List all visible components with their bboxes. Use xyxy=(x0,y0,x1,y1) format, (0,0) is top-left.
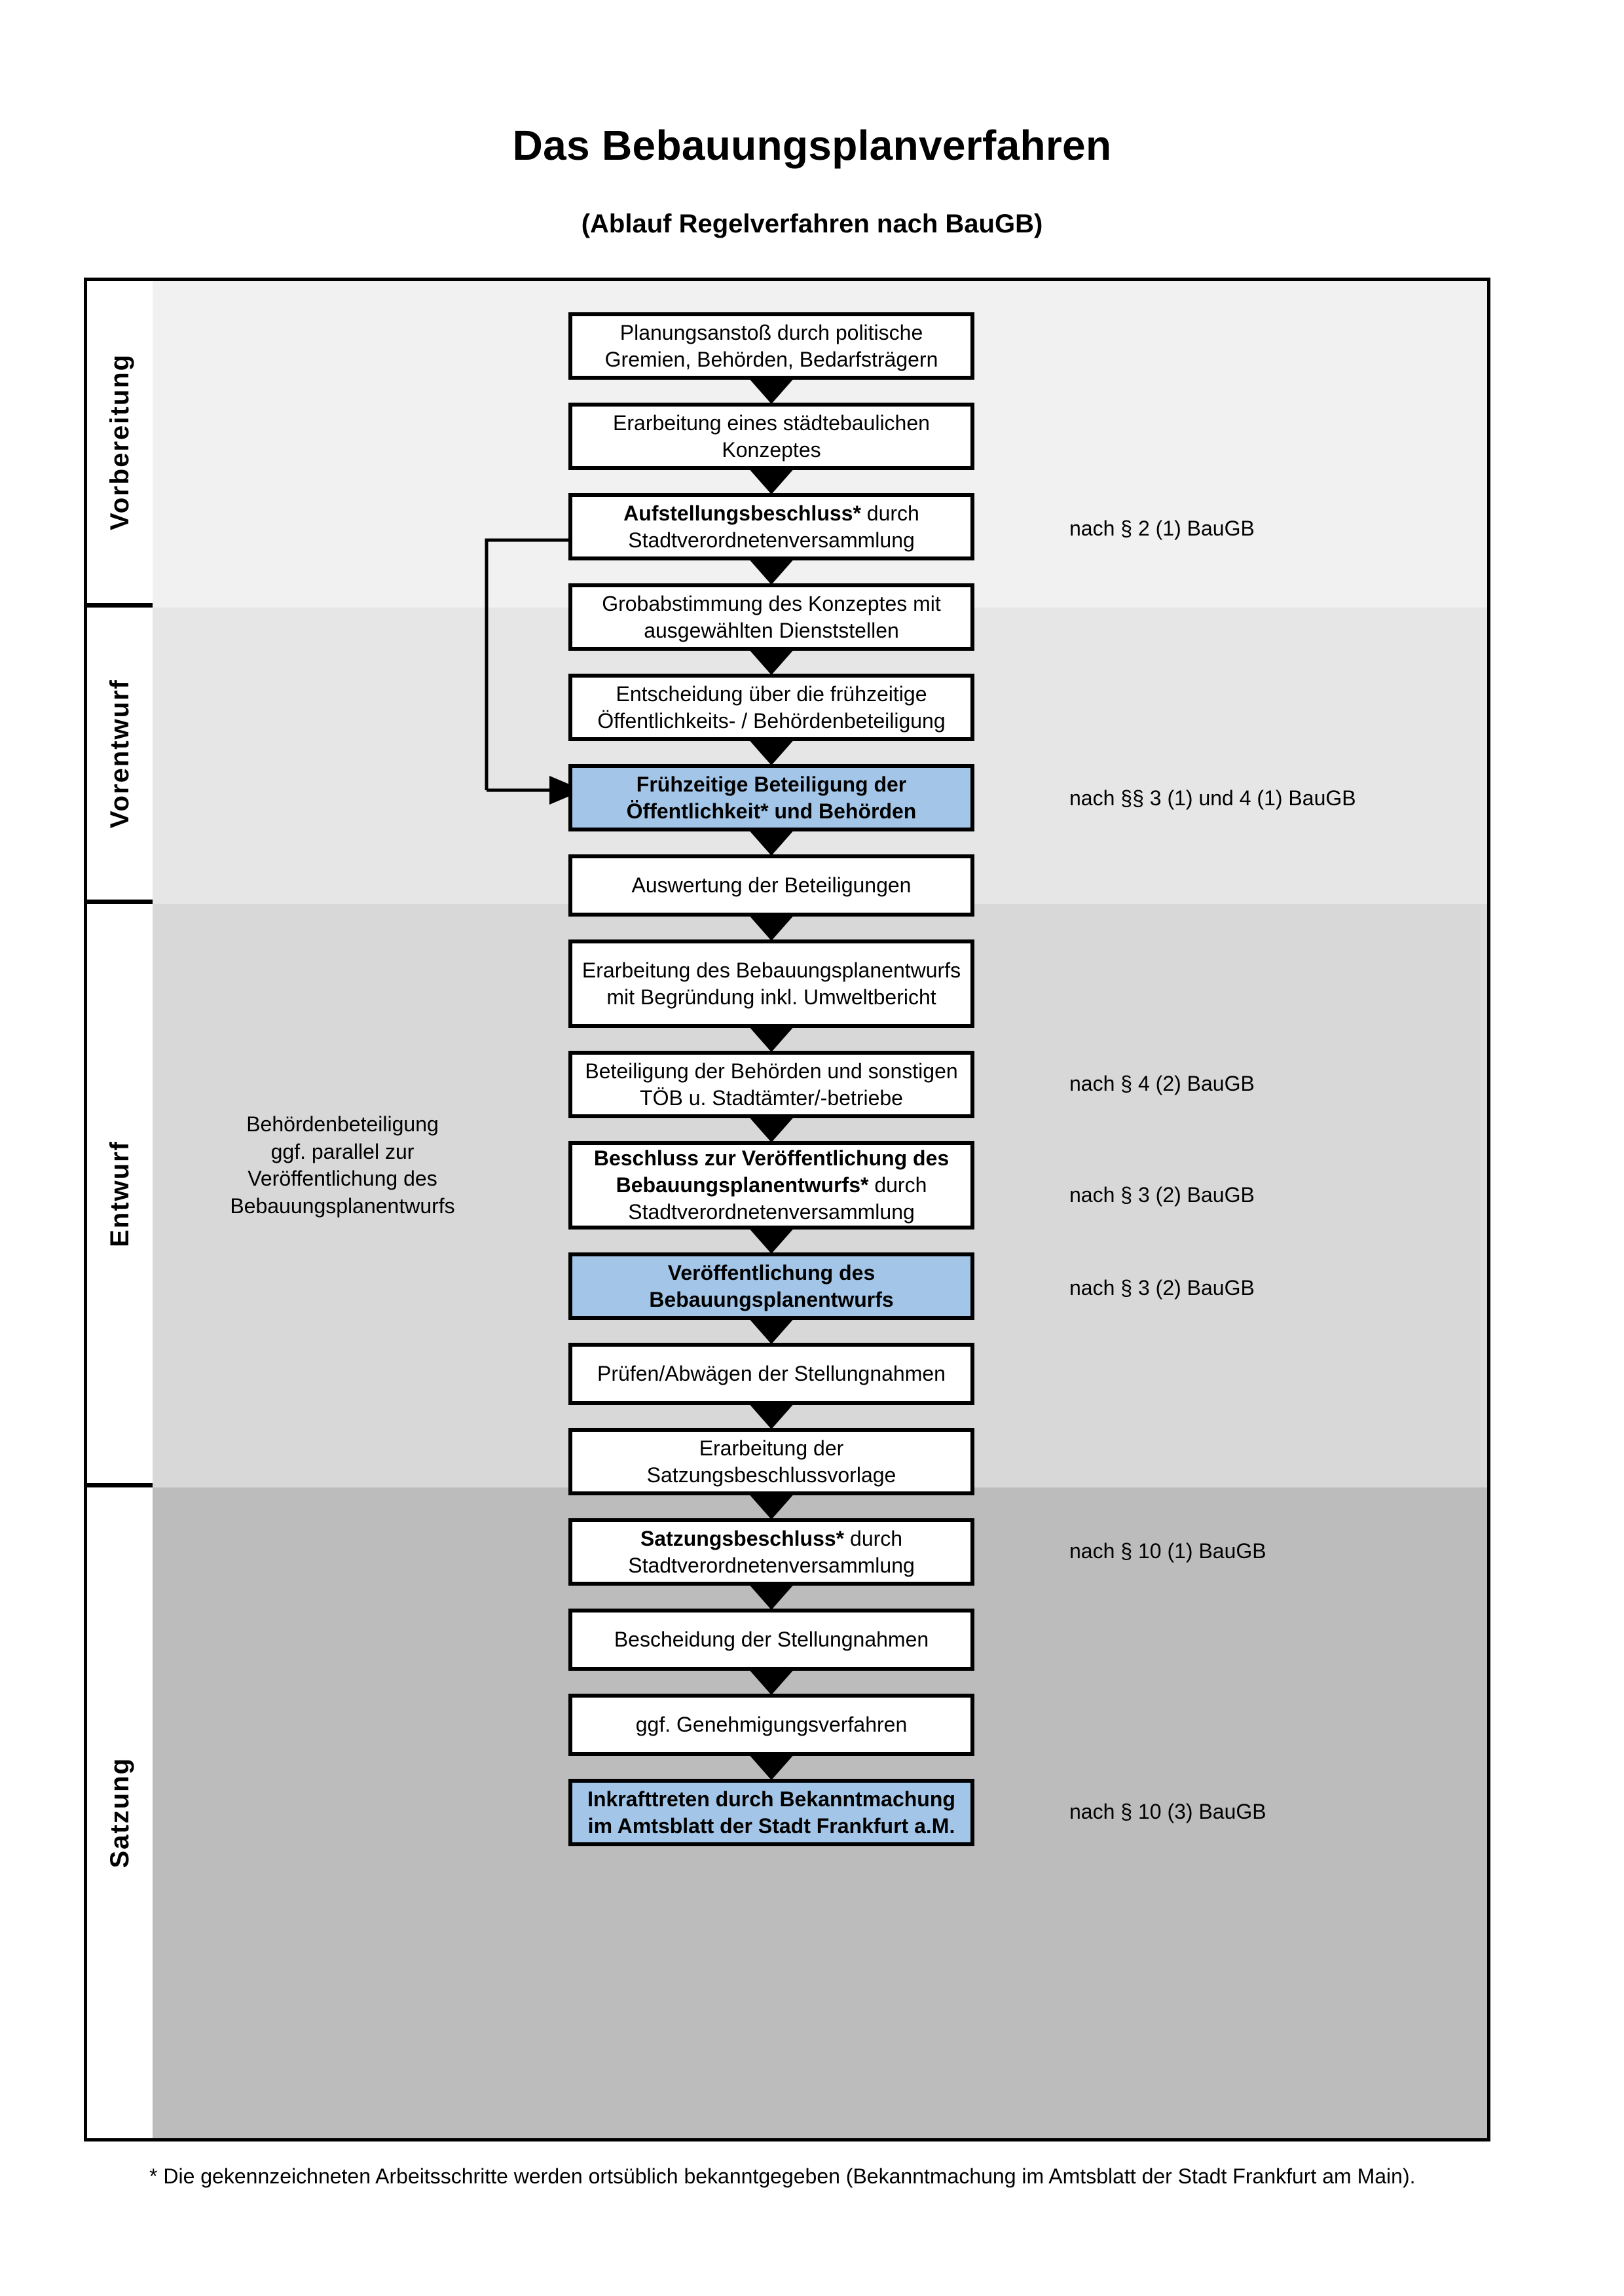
step-label: Frühzeitige Beteiligung der Öffentlichke… xyxy=(626,772,917,823)
flowchart-frame: Vorbereitung Vorentwurf Entwurf Satzung … xyxy=(84,278,1490,2141)
legal-ref-text: nach § 3 (2) BauGB xyxy=(1069,1183,1255,1207)
step-label: Bescheidung der Stellungnahmen xyxy=(614,1628,929,1652)
legal-ref-par3-1-4-1: nach §§ 3 (1) und 4 (1) BauGB xyxy=(1069,786,1356,811)
side-note-line: Bebauungsplanentwurfs xyxy=(230,1194,455,1218)
side-note-behoerdenbeteiligung: Behördenbeteiligung ggf. parallel zur Ve… xyxy=(198,1111,487,1220)
phase-label-text: Entwurf xyxy=(105,1140,134,1247)
legal-ref-par2-1: nach § 2 (1) BauGB xyxy=(1069,517,1255,541)
flow-arrow xyxy=(747,647,796,675)
flow-arrow xyxy=(747,1582,796,1610)
step-label: ggf. Genehmigungsverfahren xyxy=(635,1713,908,1737)
flow-arrow xyxy=(747,1402,796,1429)
legal-ref-text: nach § 10 (1) BauGB xyxy=(1069,1539,1266,1563)
flow-arrow xyxy=(747,738,796,765)
step-label: durch Bekanntmachung im Amtsblatt der St… xyxy=(587,1787,955,1838)
legal-ref-par3-2-a: nach § 3 (2) BauGB xyxy=(1069,1183,1255,1207)
legal-ref-par3-2-b: nach § 3 (2) BauGB xyxy=(1069,1276,1255,1300)
step-label: Planungsanstoß durch politische Gremien,… xyxy=(604,320,938,371)
phase-label-entwurf: Entwurf xyxy=(87,904,153,1487)
page-subtitle: (Ablauf Regelverfahren nach BauGB) xyxy=(581,210,1043,238)
flow-arrow xyxy=(747,828,796,856)
flow-arrow xyxy=(747,1115,796,1142)
flow-arrow xyxy=(747,376,796,404)
footnote: * Die gekennzeichneten Arbeitsschritte w… xyxy=(149,2164,1416,2188)
side-note-line: Behördenbeteiligung xyxy=(246,1112,439,1136)
flow-arrow xyxy=(747,557,796,585)
legal-ref-text: nach § 3 (2) BauGB xyxy=(1069,1276,1255,1300)
step-label: durch Stadtverordnetenversammlung xyxy=(628,501,919,552)
step-beteiligung-behoerden[interactable]: Beteiligung der Behörden und sonstigen T… xyxy=(568,1051,974,1118)
step-label: Auswertung der Beteiligungen xyxy=(631,873,912,898)
step-label-bold: Inkrafttreten xyxy=(587,1787,710,1811)
legal-ref-par10-1: nach § 10 (1) BauGB xyxy=(1069,1539,1266,1563)
step-label-bold: Aufstellungsbeschluss* xyxy=(623,501,861,525)
legal-ref-text: nach § 10 (3) BauGB xyxy=(1069,1800,1266,1823)
step-label: durch Stadtverordnetenversammlung xyxy=(628,1526,915,1577)
step-label: Prüfen/Abwägen der Stellungnahmen xyxy=(597,1362,946,1386)
phase-label-text: Vorbereitung xyxy=(105,354,134,530)
flow-arrow xyxy=(747,1226,796,1254)
legal-ref-text: nach § 2 (1) BauGB xyxy=(1069,517,1255,540)
step-satzungsbeschluss[interactable]: Satzungsbeschluss* durch Stadtverordnete… xyxy=(568,1518,974,1586)
step-erarbeitung-konzept[interactable]: Erarbeitung eines städtebaulichen Konzep… xyxy=(568,403,974,470)
step-label: Erarbeitung eines städtebaulichen Konzep… xyxy=(613,410,930,462)
step-auswertung-beteiligungen[interactable]: Auswertung der Beteiligungen xyxy=(568,854,974,917)
flow-arrow xyxy=(747,1667,796,1695)
step-label: Erarbeitung der Satzungsbeschlussvorlage xyxy=(646,1436,896,1487)
step-veroeffentlichung-entwurf[interactable]: Veröffentlichung des Bebauungsplanentwur… xyxy=(568,1252,974,1320)
step-label: Veröffentlichung des Bebauungsplanentwur… xyxy=(649,1260,894,1311)
flow-arrow xyxy=(747,1492,796,1520)
step-genehmigungsverfahren[interactable]: ggf. Genehmigungsverfahren xyxy=(568,1694,974,1756)
legal-ref-text: nach §§ 3 (1) und 4 (1) BauGB xyxy=(1069,786,1356,810)
page-title: Das Bebauungsplanverfahren xyxy=(512,122,1112,169)
side-note-line: Veröffentlichung des xyxy=(248,1167,437,1191)
step-grobabstimmung[interactable]: Grobabstimmung des Konzeptes mit ausgewä… xyxy=(568,583,974,651)
step-label: Erarbeitung des Bebauungsplanentwurfs mi… xyxy=(581,958,961,1009)
phase-label-vorbereitung: Vorbereitung xyxy=(87,281,153,608)
step-pruefen-abwaegen[interactable]: Prüfen/Abwägen der Stellungnahmen xyxy=(568,1343,974,1405)
step-label: durch Stadtverordnetenversammlung xyxy=(628,1173,927,1224)
flow-arrow xyxy=(747,1025,796,1052)
step-label: Beteiligung der Behörden und sonstigen T… xyxy=(585,1059,958,1110)
step-fruehzeitige-beteiligung[interactable]: Frühzeitige Beteiligung der Öffentlichke… xyxy=(568,764,974,831)
legal-ref-par4-2: nach § 4 (2) BauGB xyxy=(1069,1072,1255,1096)
step-label: Grobabstimmung des Konzeptes mit ausgewä… xyxy=(602,591,941,642)
step-planungsanstoss[interactable]: Planungsanstoß durch politische Gremien,… xyxy=(568,312,974,380)
step-label: Entscheidung über die frühzeitige Öffent… xyxy=(597,682,946,733)
flow-arrow xyxy=(747,913,796,941)
step-erarbeitung-satzungsvorlage[interactable]: Erarbeitung der Satzungsbeschlussvorlage xyxy=(568,1428,974,1495)
phase-label-column: Vorbereitung Vorentwurf Entwurf Satzung xyxy=(87,281,153,2138)
phase-label-vorentwurf: Vorentwurf xyxy=(87,608,153,904)
phase-label-text: Satzung xyxy=(105,1757,134,1868)
flow-arrow xyxy=(747,1753,796,1780)
legal-ref-par10-3: nach § 10 (3) BauGB xyxy=(1069,1800,1266,1824)
flow-arrow xyxy=(747,467,796,494)
flow-arrow xyxy=(747,1317,796,1344)
phase-label-satzung: Satzung xyxy=(87,1487,153,2138)
step-aufstellungsbeschluss[interactable]: Aufstellungsbeschluss* durch Stadtverord… xyxy=(568,493,974,560)
step-label-bold: Satzungsbeschluss* xyxy=(640,1526,845,1550)
side-note-line: ggf. parallel zur xyxy=(270,1139,415,1163)
step-label-bold: Beschluss zur Veröffentlichung des Bebau… xyxy=(593,1146,950,1197)
step-bescheidung-stellungnahmen[interactable]: Bescheidung der Stellungnahmen xyxy=(568,1609,974,1671)
step-erarbeitung-entwurf[interactable]: Erarbeitung des Bebauungsplanentwurfs mi… xyxy=(568,939,974,1028)
step-inkrafttreten[interactable]: Inkrafttreten durch Bekanntmachung im Am… xyxy=(568,1779,974,1846)
step-entscheidung-fruehzeitige[interactable]: Entscheidung über die frühzeitige Öffent… xyxy=(568,674,974,741)
step-beschluss-veroeffentlichung[interactable]: Beschluss zur Veröffentlichung des Bebau… xyxy=(568,1141,974,1230)
legal-ref-text: nach § 4 (2) BauGB xyxy=(1069,1072,1255,1095)
phase-label-text: Vorentwurf xyxy=(105,678,134,829)
